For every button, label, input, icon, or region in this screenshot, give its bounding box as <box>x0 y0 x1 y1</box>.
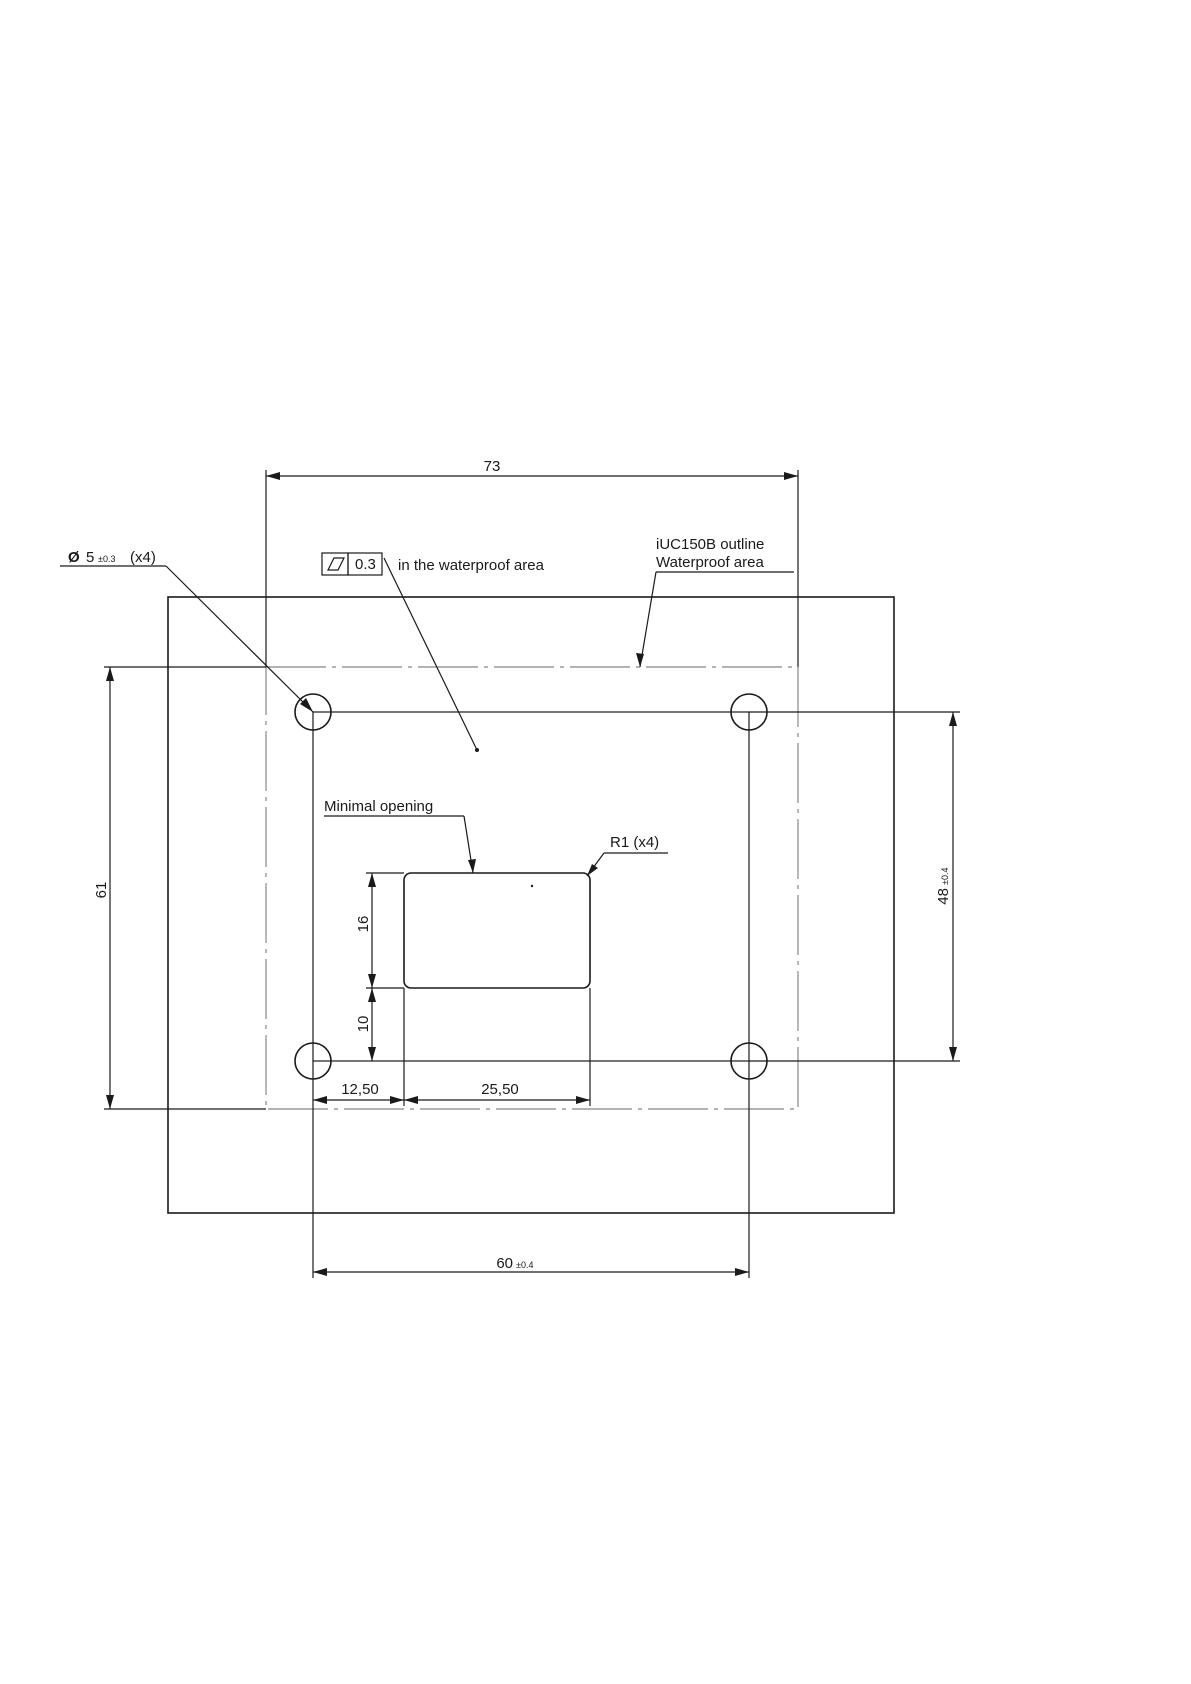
dimension-hole-spacing-y-value: 48 <box>935 888 952 905</box>
corner-radius-label: R1 (x4) <box>610 834 659 851</box>
dimension-hole-spacing-x-tol: ±0.4 <box>516 1260 533 1270</box>
flatness-value: 0.3 <box>355 556 376 573</box>
dimension-opening-height: 16 <box>355 873 404 988</box>
waterproof-label: Waterproof area <box>656 554 764 571</box>
dimension-overall-height: 61 <box>93 667 266 1109</box>
callout-corner-radius: R1 (x4) <box>587 834 668 876</box>
dimension-overall-width-value: 73 <box>484 458 501 475</box>
hole-diameter-symbol: Ø <box>68 549 80 566</box>
callout-flatness: 0.3 in the waterproof area <box>322 553 545 752</box>
hole-count: (x4) <box>130 549 156 566</box>
dimension-hole-spacing-x-value: 60 <box>496 1255 513 1272</box>
minimal-opening-label: Minimal opening <box>324 798 433 815</box>
callout-minimal-opening: Minimal opening <box>324 798 476 873</box>
dimension-opening-offset-x: 12,50 <box>313 988 404 1106</box>
callout-hole-diameter: Ø 5 ±0.3 (x4) <box>60 549 313 712</box>
dimension-overall-height-value: 61 <box>93 882 110 899</box>
dimension-opening-offset-x-value: 12,50 <box>341 1081 379 1098</box>
flatness-note: in the waterproof area <box>398 557 545 574</box>
dimension-opening-height-value: 16 <box>355 916 372 933</box>
dimension-hole-spacing-y-tol: ±0.4 <box>940 868 950 885</box>
hole-diameter-tol: ±0.3 <box>98 554 115 564</box>
dimension-opening-offset-y-value: 10 <box>355 1016 372 1033</box>
device-outline <box>168 597 894 1213</box>
dimension-opening-width: 25,50 <box>404 988 590 1106</box>
dimension-opening-width-value: 25,50 <box>481 1081 519 1098</box>
dimension-hole-spacing-y: 48 ±0.4 <box>749 712 960 1061</box>
waterproof-area-boundary <box>266 667 798 1109</box>
dimension-opening-offset-y: 10 <box>355 988 376 1061</box>
hole-diameter-value: 5 <box>86 549 94 566</box>
opening-marker-dot <box>531 885 533 887</box>
callout-outline-waterproof: iUC150B outline Waterproof area <box>636 536 794 667</box>
outline-label: iUC150B outline <box>656 536 764 553</box>
flatness-icon <box>328 558 344 570</box>
minimal-opening <box>404 873 590 988</box>
